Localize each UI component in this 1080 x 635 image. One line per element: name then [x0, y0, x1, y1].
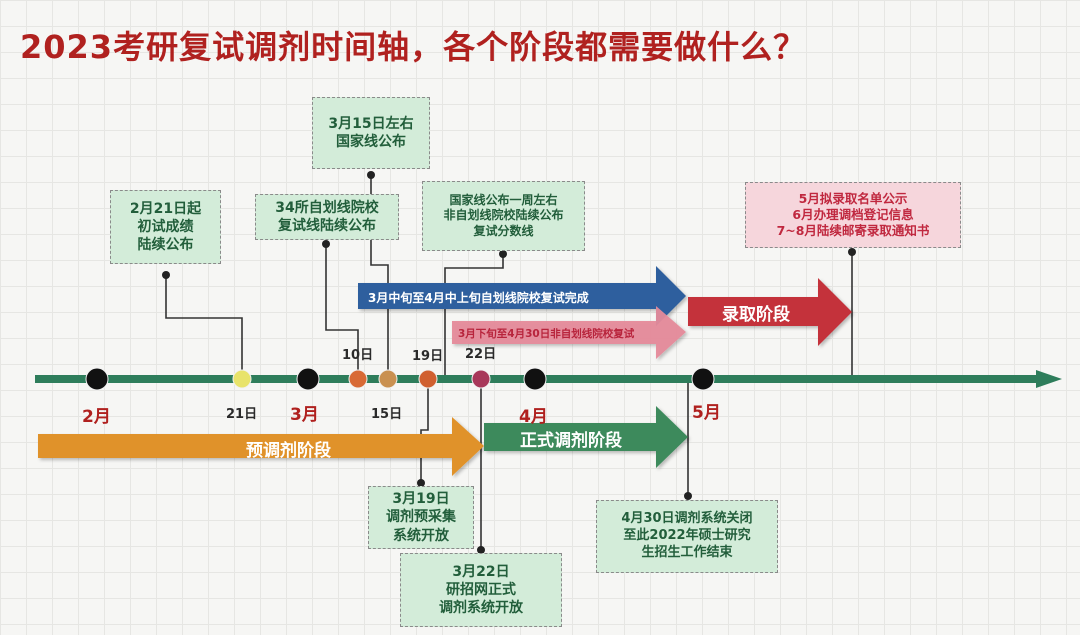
box-line: 系统开放 [393, 527, 449, 544]
box-line: 6月办理调档登记信息 [792, 206, 914, 222]
connector-dot [162, 271, 170, 279]
box-line: 国家线公布 [336, 134, 406, 150]
box-line: 调剂系统开放 [439, 600, 523, 617]
box-mar15: 3月15日左右 国家线公布 [312, 97, 430, 169]
box-line: 3月15日左右 [328, 115, 414, 132]
box-national-week: 国家线公布一周左右 非自划线院校陆续公布 复试分数线 [422, 181, 585, 251]
box-line: 研招网正式 [446, 581, 516, 598]
box-line: 34所自划线院校 [275, 199, 379, 216]
orange-arrow-label: 预调剂阶段 [246, 441, 331, 461]
point-mar22 [471, 369, 491, 389]
red-arrow-label: 录取阶段 [722, 305, 790, 325]
box-may: 5月拟录取名单公示 6月办理调档登记信息 7~8月陆续邮寄录取通知书 [745, 182, 961, 248]
month-label-apr: 4月 [519, 407, 548, 427]
connector-dot [848, 248, 856, 256]
box-line: 初试成绩 [137, 218, 194, 235]
box-line: 复试分数线 [473, 223, 534, 238]
point-mar [296, 367, 320, 391]
box-34-schools: 34所自划线院校 复试线陆续公布 [255, 194, 399, 240]
red-phase-arrow [688, 278, 852, 346]
box-line: 非自划线院校陆续公布 [443, 208, 564, 223]
box-line: 至此2022年硕士研究 [623, 528, 751, 544]
day-label-19: 19日 [412, 349, 444, 364]
green-arrow-label: 正式调剂阶段 [520, 431, 622, 451]
box-mar22: 3月22日 研招网正式 调剂系统开放 [400, 553, 562, 627]
timeline-arrowhead [1036, 370, 1062, 388]
day-label-21: 21日 [226, 407, 258, 422]
point-may [691, 367, 715, 391]
box-mar19: 3月19日 调剂预采集 系统开放 [368, 486, 474, 549]
month-label-may: 5月 [692, 403, 721, 423]
box-line: 4月30日调剂系统关闭 [621, 511, 753, 527]
day-label-15: 15日 [371, 407, 403, 422]
pink-arrow-label: 3月下旬至4月30日非自划线院校复试 [458, 328, 635, 340]
connector-dot [684, 492, 692, 500]
axis-points [85, 367, 715, 391]
point-mar15 [378, 369, 398, 389]
connector-national-week [444, 254, 504, 378]
connector-mar19 [420, 378, 429, 483]
connector-feb21 [165, 275, 243, 378]
connector-dots [162, 171, 856, 554]
box-line: 2月21日起 [129, 200, 202, 217]
box-line: 3月22日 [452, 563, 510, 580]
box-line: 复试线陆续公布 [278, 218, 376, 234]
connector-dot [367, 171, 375, 179]
connector-dot [322, 240, 330, 248]
connector-34-schools [325, 244, 359, 378]
pink-phase-arrow [452, 306, 686, 359]
point-feb21 [232, 369, 252, 389]
day-label-22: 22日 [465, 347, 497, 362]
day-label-10: 10日 [342, 348, 374, 363]
blue-phase-arrow [358, 266, 686, 326]
box-apr30: 4月30日调剂系统关闭 至此2022年硕士研究 生招生工作结束 [596, 500, 778, 573]
box-line: 调剂预采集 [386, 509, 456, 526]
box-line: 国家线公布一周左右 [449, 192, 558, 207]
point-mar10 [348, 369, 368, 389]
blue-arrow-label: 3月中旬至4月中上旬自划线院校复试完成 [368, 291, 589, 305]
box-feb21: 2月21日起 初试成绩 陆续公布 [110, 190, 221, 264]
point-mar19 [418, 369, 438, 389]
box-line: 3月19日 [392, 491, 450, 508]
point-apr [523, 367, 547, 391]
green-phase-arrow [484, 406, 688, 468]
connector-dot [477, 546, 485, 554]
connector-dot [417, 479, 425, 487]
point-feb [85, 367, 109, 391]
box-line: 陆续公布 [137, 237, 194, 254]
month-label-mar: 3月 [290, 405, 319, 425]
page-title: 2023考研复试调剂时间轴，各个阶段都需要做什么？ [20, 28, 807, 66]
box-line: 生招生工作结束 [641, 544, 733, 560]
orange-phase-arrow [38, 417, 484, 476]
month-label-feb: 2月 [82, 407, 111, 427]
box-line: 7~8月陆续邮寄录取通知书 [776, 223, 930, 239]
connector-dot [499, 250, 507, 258]
box-line: 5月拟录取名单公示 [798, 190, 908, 206]
